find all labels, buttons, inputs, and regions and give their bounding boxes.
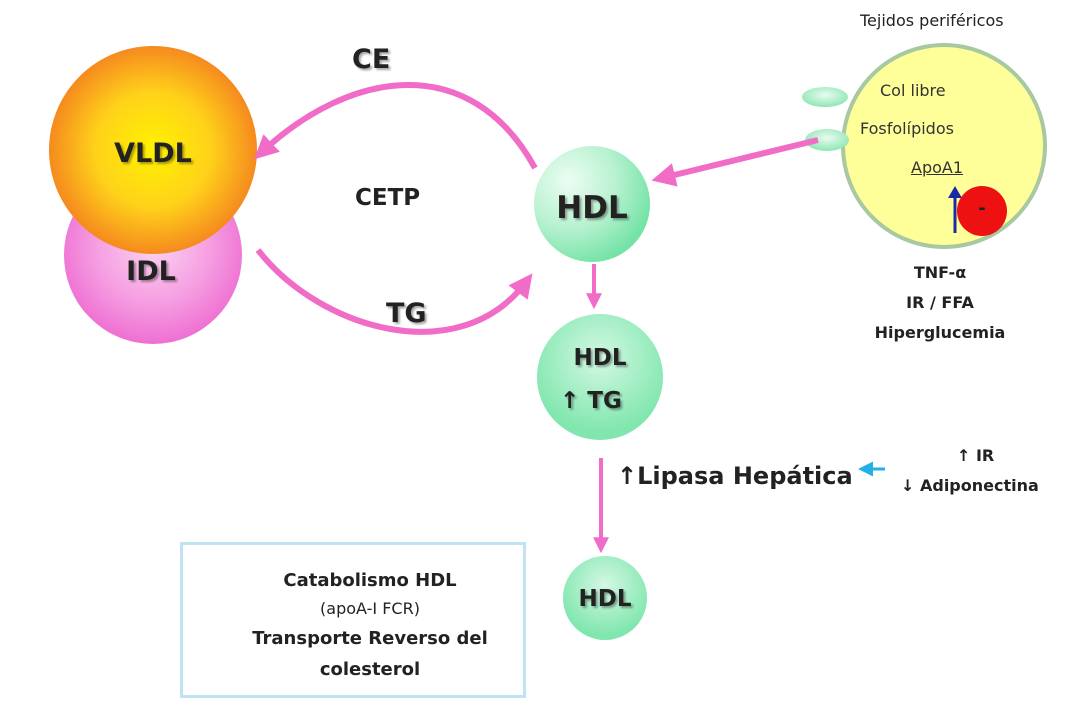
fosfolipidos-label: Fosfolípidos (860, 119, 954, 138)
legend-transporte-1: Transporte Reverso del (252, 628, 488, 649)
hdl-main-label: HDL (556, 190, 628, 226)
tissue-title: Tejidos periféricos (860, 11, 1004, 30)
hdl-main-particle (534, 146, 650, 262)
apoa1-inhibition-dot (957, 186, 1007, 236)
hdl-small-particle (563, 556, 647, 640)
ce-arrow (254, 82, 538, 170)
apoa1-up-arrow-head (948, 186, 962, 198)
vldl-label: VLDL (114, 138, 192, 169)
legend-panel (180, 542, 526, 698)
legend-apoa-fcr: (apoA-I FCR) (320, 599, 420, 618)
peripheral-tissue-cell (841, 43, 1047, 249)
hdl-tg-sub: ↑ TG (560, 388, 622, 414)
hiperglucemia-label: Hiperglucemia (874, 323, 1006, 342)
ir-ffa-label: IR / FFA (906, 293, 974, 312)
disc-particle-1 (802, 87, 848, 107)
cetp-label: CETP (355, 185, 421, 211)
tg-arrow (255, 248, 533, 335)
apoa1-label: ApoA1 (911, 158, 964, 177)
hdl-tg-title: HDL (573, 345, 627, 371)
tissue-to-hdl-arrow (651, 137, 819, 187)
hdl-small-label: HDL (578, 586, 632, 612)
legend-catabolismo: Catabolismo HDL (283, 570, 457, 591)
ir-up-label: ↑ IR (957, 446, 995, 465)
vldl-particle (49, 46, 257, 254)
hdl-tg-particle (537, 314, 663, 440)
idl-label: IDL (126, 256, 176, 287)
col-libre-label: Col libre (880, 81, 946, 100)
tnf-label: TNF-α (913, 263, 967, 282)
disc-particle-2 (805, 129, 849, 151)
legend-transporte-2: colesterol (319, 659, 421, 680)
adiponectina-label: ↓ Adiponectina (901, 476, 1039, 495)
tg-label: TG (386, 298, 427, 329)
ce-label: CE (352, 44, 391, 75)
lipasa-hepatica-label: ↑Lipasa Hepática (617, 462, 853, 490)
apoa1-minus-sign: - (978, 198, 986, 219)
